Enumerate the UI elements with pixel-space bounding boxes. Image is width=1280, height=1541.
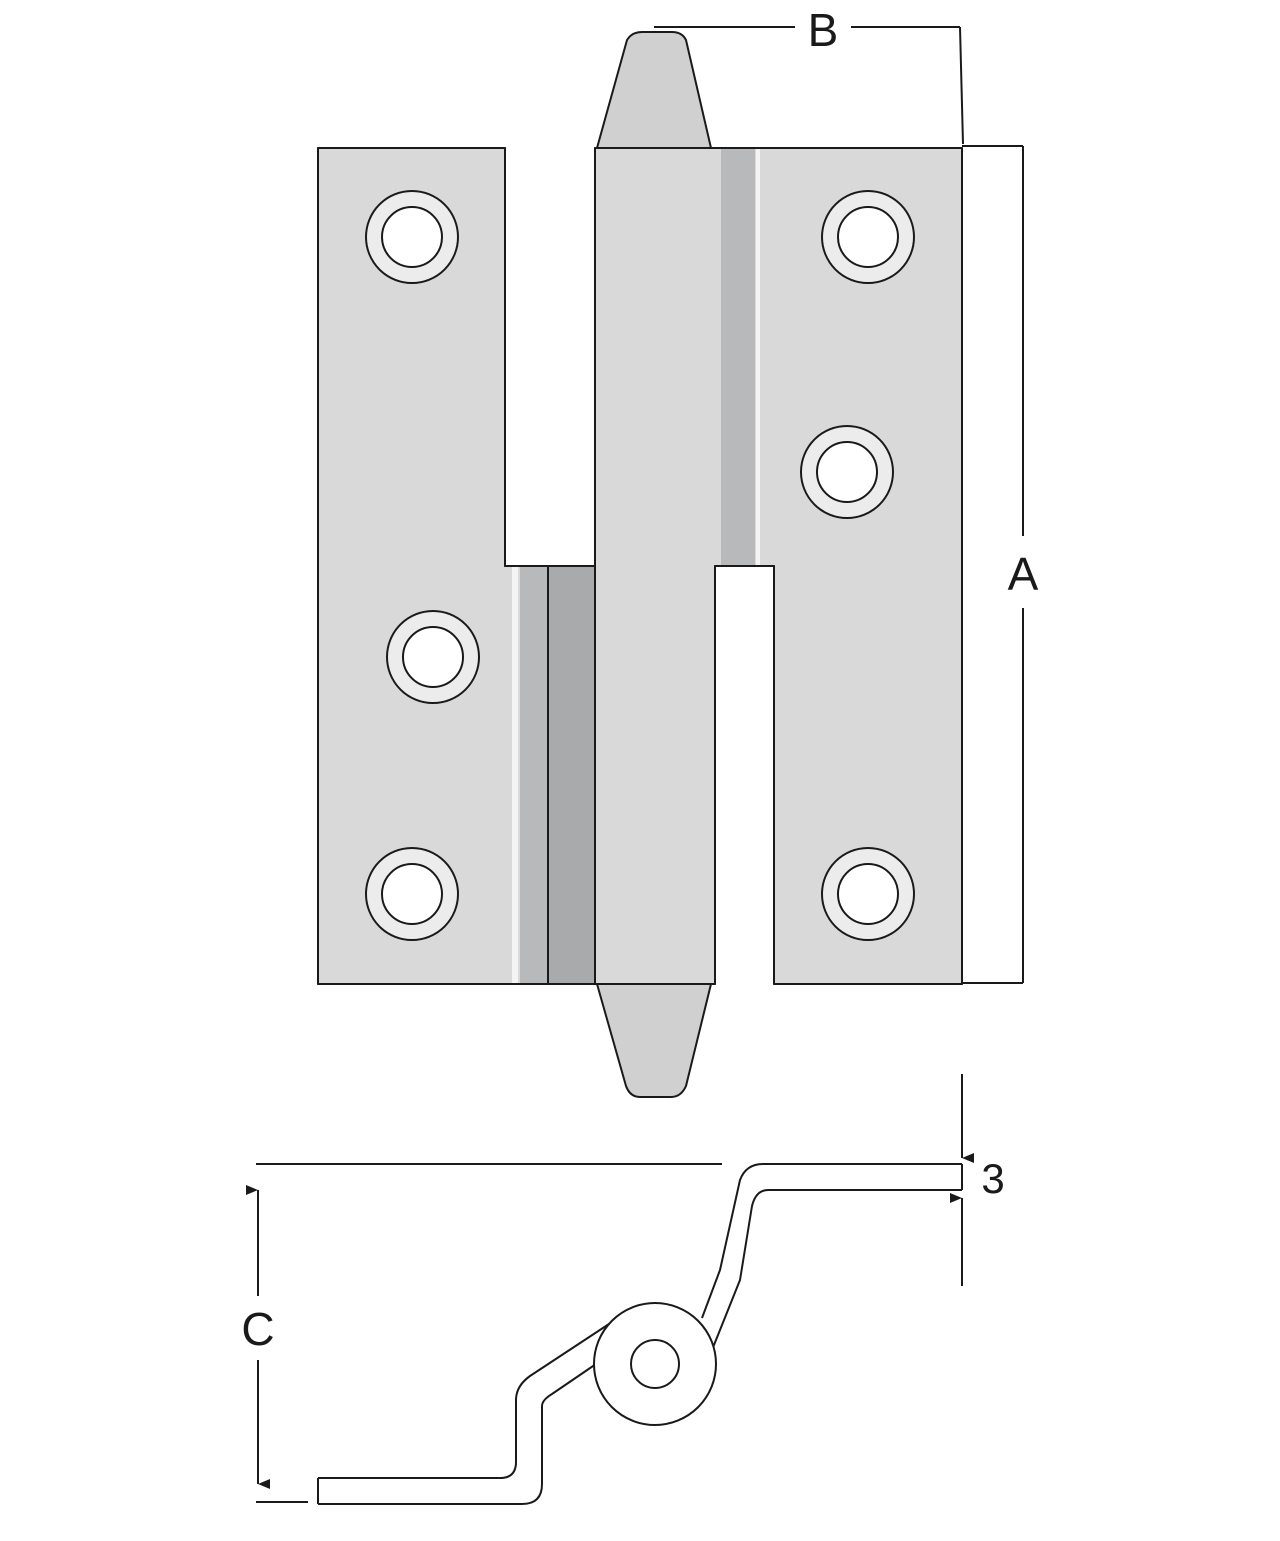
dimension-b-label: B: [808, 4, 839, 56]
right-leaf: [594, 147, 963, 985]
dimension-thickness-label: 3: [981, 1155, 1004, 1202]
pin-profile: [630, 1339, 680, 1389]
bottom-pin-cap: [596, 983, 712, 1098]
screw-hole-right-top: [821, 190, 915, 284]
front-view: [317, 31, 963, 1098]
lower-leaf-profile: [318, 1321, 613, 1479]
left-knuckle-highlight: [512, 567, 518, 983]
top-pin-cap: [596, 31, 712, 149]
dimension-b: [654, 26, 964, 145]
screw-hole-left-bottom: [365, 847, 459, 941]
dimension-a-label: A: [1008, 548, 1039, 600]
screw-holes: [365, 190, 915, 941]
right-knuckle-highlight: [756, 149, 760, 565]
screw-hole-left-middle: [386, 610, 480, 704]
dimension-a: [962, 145, 1024, 984]
right-knuckle-shade: [721, 149, 755, 565]
left-knuckle-dark: [548, 567, 595, 983]
screw-hole-right-bottom: [821, 847, 915, 941]
left-knuckle-shade: [520, 567, 548, 983]
upper-leaf-profile: [701, 1163, 962, 1319]
screw-hole-right-middle: [800, 425, 894, 519]
dimension-c: [246, 1185, 308, 1503]
dimension-c-label: C: [241, 1303, 274, 1355]
screw-hole-left-top: [365, 190, 459, 284]
side-view: [256, 1163, 963, 1505]
